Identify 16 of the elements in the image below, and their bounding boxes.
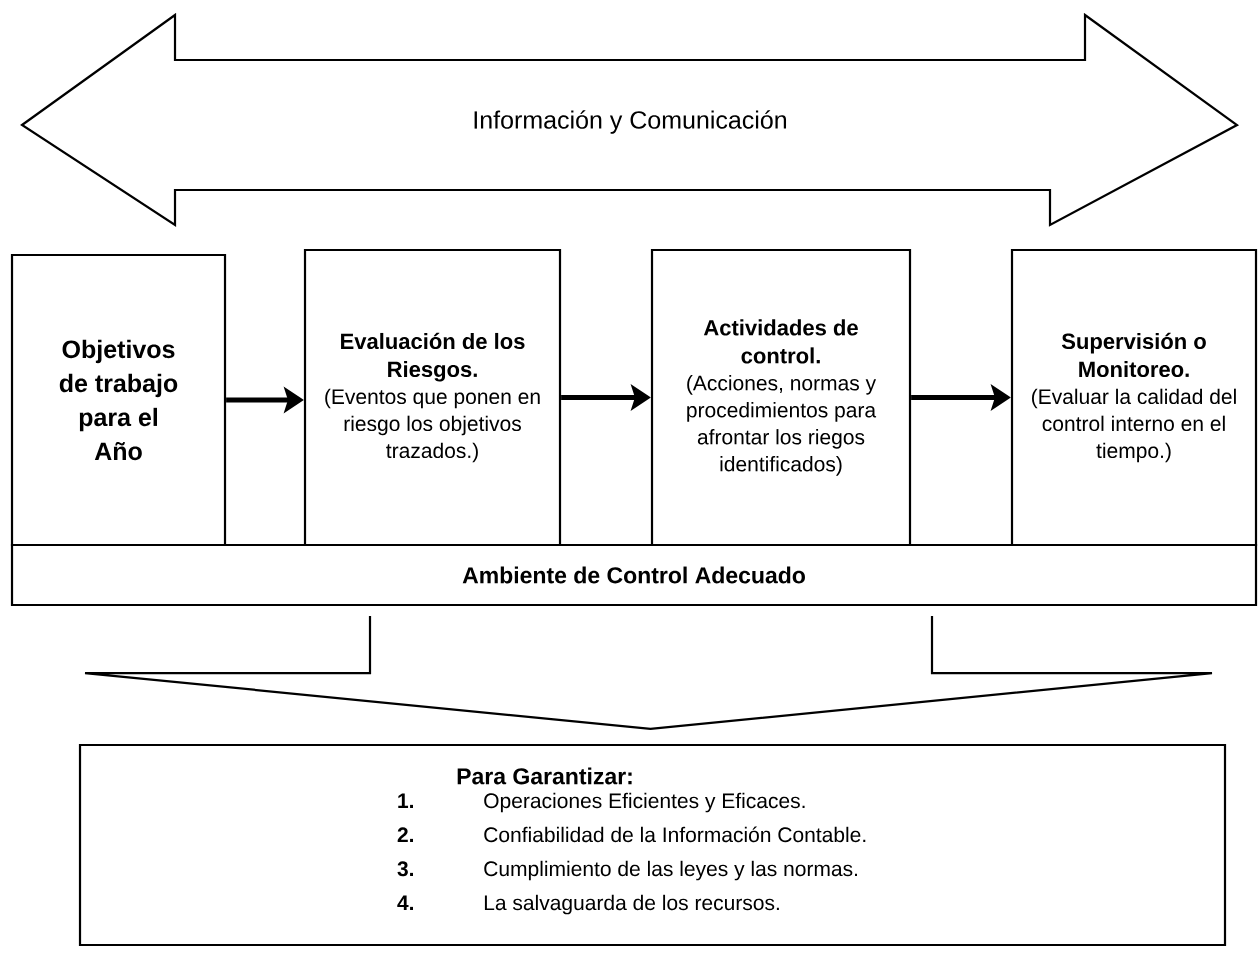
list-number: 2. — [397, 827, 414, 842]
list-item: Operaciones Eficientes y Eficaces. — [484, 792, 805, 813]
list-item: La salvaguarda de los recursos. — [484, 894, 779, 915]
process-box: Actividades de control. (Acciones, normas y procedimientos para afrontar los riegos identificados) — [650, 248, 912, 547]
list-item: Confiabilidad de la Información Contable. — [484, 826, 866, 843]
base-bar: Ambiente de Control Adecuado — [10, 543, 1258, 607]
heading: Para Garantizar: — [457, 767, 632, 785]
list-number: 3. — [397, 861, 414, 877]
process-box: Objetivos de trabajo para el Año — [10, 253, 227, 547]
list-number: 1. — [398, 793, 414, 808]
process-box: Supervisión o Monitoreo. (Evaluar la calidad del control interno en el tiempo.) — [1010, 248, 1258, 547]
process-box: Evaluación de los Riesgos. (Eventos que ponen en riesgo los objetivos trazados.) — [303, 248, 562, 547]
result-box — [78, 743, 1227, 947]
funnel-arrow — [83, 615, 1214, 730]
list-number: 4. — [397, 895, 414, 910]
list-item: Cumplimiento de las leyes y las normas. — [484, 860, 857, 881]
